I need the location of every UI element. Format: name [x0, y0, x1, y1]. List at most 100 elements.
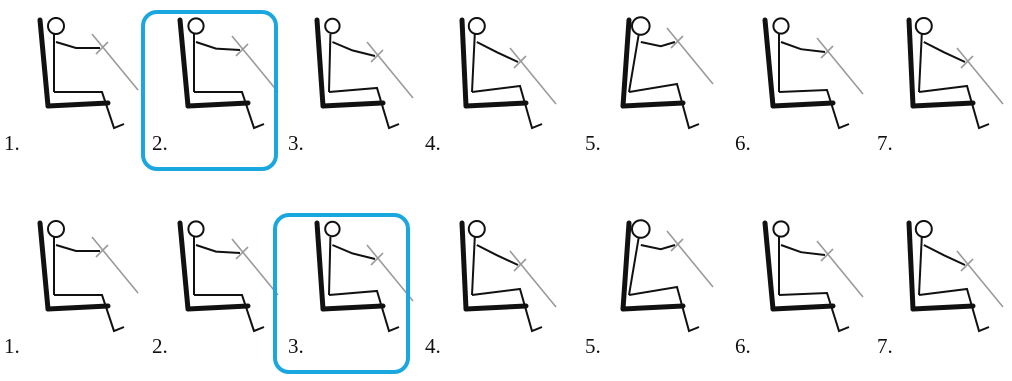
head [469, 18, 485, 34]
option-number-label: 5. [585, 334, 601, 358]
steering-column [367, 42, 413, 98]
seated-driver-icon [765, 221, 863, 331]
steering-column [92, 237, 138, 293]
seat-back [40, 223, 48, 309]
seat-bottom [188, 103, 248, 106]
arm [196, 42, 240, 50]
seat-back [317, 20, 323, 106]
option-number-label: 4. [425, 334, 441, 358]
posture-option-4[interactable]: 4. [425, 18, 556, 155]
leg [329, 88, 399, 128]
torso [329, 34, 330, 92]
head [632, 17, 650, 35]
seat-back [462, 223, 466, 309]
seat-back [317, 223, 323, 309]
seat-back [462, 20, 466, 106]
option-number-label: 2. [152, 334, 168, 358]
seat-back [623, 223, 629, 309]
posture-option-5[interactable]: 5. [585, 17, 713, 155]
seat-back [40, 20, 48, 106]
head [916, 221, 932, 237]
head [48, 221, 64, 237]
seated-driver-icon [623, 220, 713, 331]
arm [641, 245, 675, 249]
seat-bottom [466, 306, 526, 309]
steering-column [667, 231, 713, 287]
posture-row-top: 1. 2. 3. 4. 5. 6. 7. [4, 12, 1003, 169]
posture-option-2[interactable]: 2. [152, 221, 278, 358]
posture-option-4[interactable]: 4. [425, 221, 556, 358]
head [632, 220, 650, 238]
steering-column [667, 28, 713, 84]
steering-column [510, 251, 556, 307]
seat-bottom [773, 103, 833, 106]
seat-bottom [48, 103, 108, 106]
posture-option-3[interactable]: 3. [288, 222, 413, 358]
seat-back [180, 20, 188, 106]
seated-driver-icon [180, 18, 278, 128]
seat-bottom [623, 306, 683, 309]
arm [641, 42, 675, 46]
option-number-label: 5. [585, 131, 601, 155]
leg [194, 92, 264, 128]
option-number-label: 3. [288, 131, 304, 155]
arm [56, 42, 100, 48]
seat-back [765, 20, 773, 106]
steering-column [232, 239, 278, 295]
head [773, 221, 788, 236]
seat-back [623, 20, 629, 106]
seated-driver-icon [180, 221, 278, 331]
posture-row-bottom: 1. 2. 3. 4. 5. 6. 7. [4, 215, 1003, 372]
seat-bottom [323, 306, 383, 309]
posture-option-7[interactable]: 7. [877, 221, 1003, 358]
option-number-label: 7. [877, 131, 893, 155]
torso [329, 237, 330, 295]
arm [196, 245, 240, 253]
leg [779, 90, 849, 128]
seat-back [909, 223, 913, 309]
posture-option-3[interactable]: 3. [288, 19, 413, 155]
seated-driver-icon [462, 18, 556, 128]
posture-option-1[interactable]: 1. [4, 18, 138, 155]
seat-bottom [323, 103, 383, 106]
leg [54, 295, 124, 331]
posture-option-6[interactable]: 6. [735, 18, 863, 155]
leg [194, 295, 264, 331]
steering-column [510, 48, 556, 104]
seated-driver-icon [317, 19, 413, 128]
posture-option-7[interactable]: 7. [877, 18, 1003, 155]
seated-driver-icon [40, 18, 138, 128]
seated-driver-icon [462, 221, 556, 331]
arm [924, 42, 965, 62]
seat-bottom [913, 103, 973, 106]
head [325, 19, 339, 33]
arm [477, 245, 518, 265]
leg [54, 92, 124, 128]
posture-option-1[interactable]: 1. [4, 221, 138, 358]
option-number-label: 1. [4, 131, 20, 155]
head [48, 18, 64, 34]
head [916, 18, 932, 34]
leg [779, 293, 849, 331]
posture-option-6[interactable]: 6. [735, 221, 863, 358]
head [188, 221, 203, 236]
seated-driver-icon [623, 17, 713, 128]
seat-back [909, 20, 913, 106]
option-number-label: 6. [735, 131, 751, 155]
steering-column [92, 34, 138, 90]
steering-column [817, 38, 863, 94]
steering-column [232, 36, 278, 92]
torso [472, 34, 475, 92]
posture-option-2[interactable]: 2. [152, 18, 278, 155]
torso [472, 237, 475, 295]
arm [477, 42, 518, 62]
leg [329, 291, 399, 331]
arm [781, 245, 825, 255]
option-number-label: 6. [735, 334, 751, 358]
seated-driver-icon [909, 221, 1003, 331]
seated-driver-icon [40, 221, 138, 331]
seat-bottom [773, 306, 833, 309]
posture-option-5[interactable]: 5. [585, 220, 713, 358]
steering-column [817, 241, 863, 297]
